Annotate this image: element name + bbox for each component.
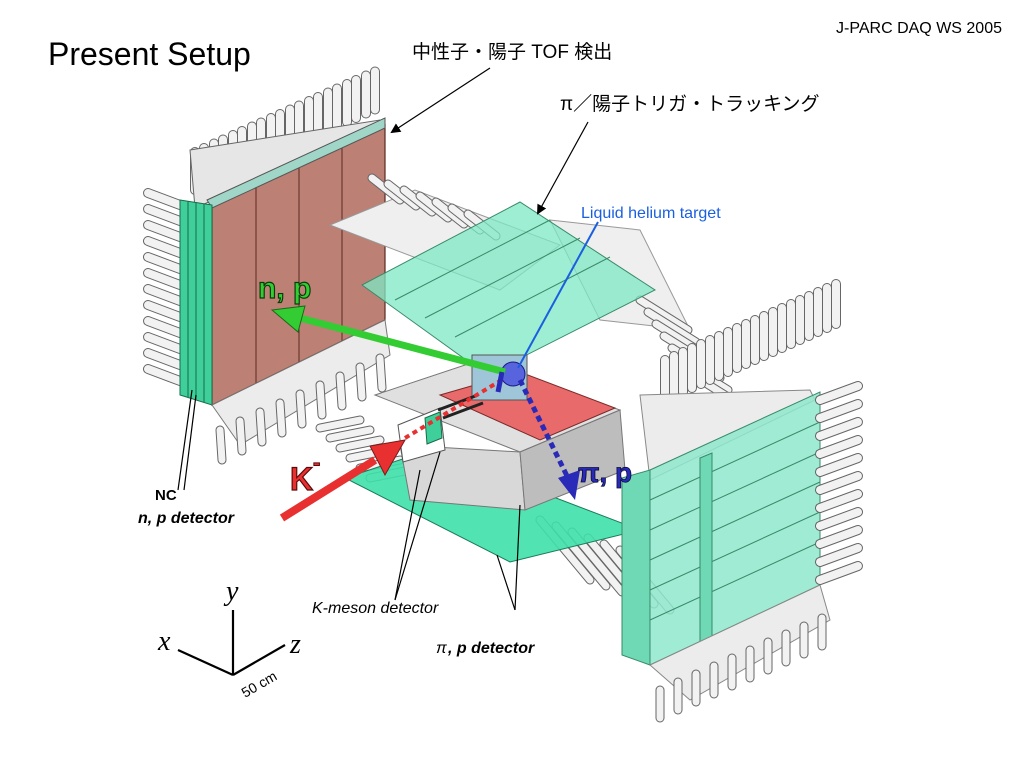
np-track-arrow [299, 314, 506, 376]
label-pi-p-detector: , p detector [447, 640, 535, 657]
header-note: J-PARC DAQ WS 2005 [836, 20, 1002, 37]
label-axis-z: z [289, 629, 301, 660]
axis-z-line [232, 644, 286, 676]
label-pi-proton-trigger: π／陽子トリガ・トラッキング [560, 93, 820, 115]
label-kaon-sup: - [313, 450, 320, 475]
label-scale: 50 cm [239, 668, 280, 701]
kaon-beam-arrow [279, 456, 378, 522]
right-side-pmt-tubes [815, 381, 863, 585]
nc-bottom-pmt-tubes [215, 353, 387, 465]
axis-x-line [177, 648, 234, 677]
target-leader-line [517, 221, 599, 369]
right-top-pmt-tubes [660, 279, 841, 405]
label-pi-p: π, p [578, 457, 632, 488]
label-kaon: K [290, 461, 313, 497]
label-pi-symbol: π [436, 640, 447, 657]
leader-lines [177, 67, 589, 611]
right-bottom-pmt-tubes [655, 613, 827, 723]
trigger-panel-top [361, 201, 656, 376]
slide-title: Present Setup [48, 36, 251, 72]
right-tof-wall [621, 279, 863, 723]
label-neutron-proton-tof: 中性子・陽子 TOF 検出 [412, 41, 612, 63]
nc-left-pmt-tubes [143, 188, 185, 386]
label-n-p: n, p [258, 272, 311, 305]
pi-p-track-arrow [517, 378, 571, 480]
particle-tracks [270, 221, 599, 522]
label-axis-y: y [223, 576, 239, 607]
label-kmeson-detector: K-meson detector [312, 600, 439, 617]
label-np-detector: n, p detector [138, 510, 235, 527]
nc-detector-wall [143, 66, 391, 465]
label-axis-x: x [157, 626, 171, 657]
coordinate-axes [177, 610, 286, 677]
label-nc: NC [155, 487, 177, 504]
label-liquid-helium-target: Liquid helium target [581, 205, 721, 222]
